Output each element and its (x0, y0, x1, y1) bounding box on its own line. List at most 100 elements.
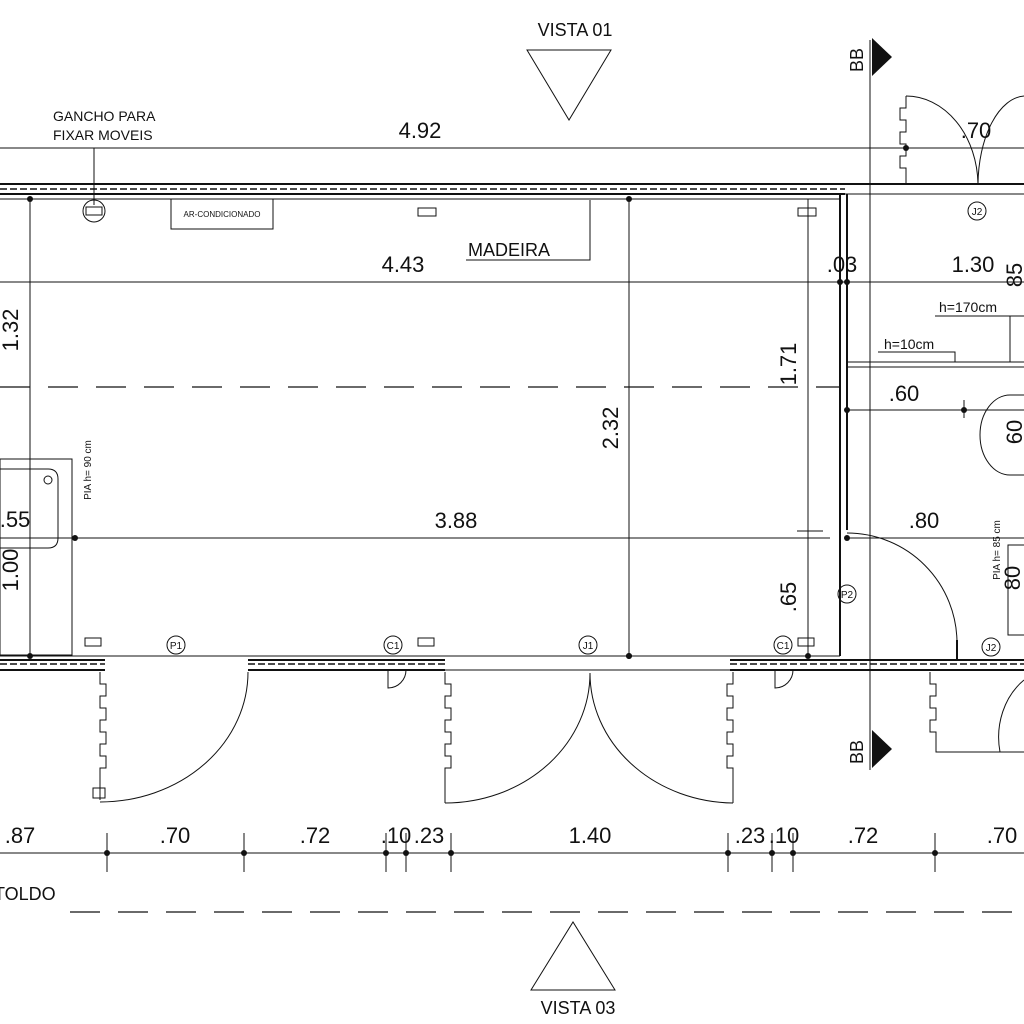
label-sink-right: PIA h= 85 cm (992, 520, 1003, 580)
air-conditioner-box (170, 198, 274, 230)
dim-0-03: .03 (827, 252, 858, 277)
door-leaf-j2-bottom (929, 672, 1024, 753)
tag-c1-right (773, 635, 793, 655)
dim-1-32: 1.32 (0, 309, 23, 352)
outlet (417, 637, 435, 647)
dim-tick (725, 850, 731, 856)
dim-2-32: 2.32 (598, 407, 623, 450)
tag-j2-bottom (981, 637, 1001, 657)
dim-tick (961, 407, 967, 413)
sink-counter-left (0, 458, 73, 656)
tag-p1 (166, 635, 186, 655)
label-h10: h=10cm (884, 336, 934, 352)
hook-bracket (85, 206, 103, 216)
dim-4-43: 4.43 (382, 252, 425, 277)
dim-80: 80 (1000, 566, 1024, 590)
dim-85: 85 (1002, 263, 1024, 287)
outlet (797, 207, 817, 217)
door-swing-j2-bottom (998, 679, 1024, 753)
section-arrow-top (872, 38, 892, 76)
door-swing-c1-right (774, 669, 794, 689)
dim-tick (626, 653, 632, 659)
label-wood: MADEIRA (468, 240, 550, 260)
dim-tick (626, 196, 632, 202)
dim-bottom-8: .72 (848, 823, 879, 848)
label-air-conditioner: AR-CONDICIONADO (184, 210, 261, 219)
door-swing-c1 (387, 669, 407, 689)
dim-3-88: 3.88 (435, 508, 478, 533)
dim-tick (104, 850, 110, 856)
wood-leader (466, 200, 591, 261)
dim-bottom-7: .10 (769, 823, 800, 848)
door-leaf-j1-left (444, 672, 452, 803)
door-swing-p2 (846, 532, 958, 644)
view-label-bottom: VISTA 03 (541, 998, 616, 1018)
label-h170: h=170cm (939, 299, 997, 315)
view-arrow-top (526, 49, 612, 121)
dim-bottom-1: .70 (160, 823, 191, 848)
dim-tick (448, 850, 454, 856)
section-label-bottom: BB (847, 740, 867, 764)
dim-bottom-4: .23 (414, 823, 445, 848)
dim-1-71: 1.71 (776, 343, 801, 386)
label-hook-2: FIXAR MOVEIS (53, 127, 153, 143)
dim-tick (769, 850, 775, 856)
door-swing-j1-left (444, 672, 591, 804)
h10-leader (878, 351, 956, 362)
dim-tick (27, 196, 33, 202)
dim-0-55: .55 (0, 507, 30, 532)
view-label-top: VISTA 01 (538, 20, 613, 40)
view-arrow-bottom (530, 921, 616, 991)
door-handle (92, 787, 106, 799)
hook-fixture (82, 199, 106, 223)
label-hook-1: GANCHO PARA (53, 108, 156, 124)
dim-tick (403, 850, 409, 856)
label-sink-left: PIA h= 90 cm (83, 440, 94, 500)
door-leaf-p1 (99, 672, 107, 800)
dim-tick (932, 850, 938, 856)
door-swing-p1 (99, 671, 249, 803)
dim-bottom-6: .23 (735, 823, 766, 848)
section-arrow-bottom (872, 730, 892, 768)
dim-tick (241, 850, 247, 856)
dim-0-65: .65 (776, 582, 801, 613)
dim-0-80: .80 (909, 508, 940, 533)
svg-text:P2: P2 (841, 590, 854, 601)
door-leaf-j2-top (899, 96, 907, 184)
bottom-dim-ticks (104, 833, 938, 872)
dim-60: 60 (1002, 420, 1024, 444)
outlet (797, 637, 815, 647)
dim-1-30: 1.30 (952, 252, 995, 277)
svg-text:C1: C1 (777, 641, 790, 652)
dim-bottom-3: .10 (381, 823, 412, 848)
dim-bottom-9: .70 (987, 823, 1018, 848)
outlet (84, 637, 102, 647)
dim-0-60: .60 (889, 381, 920, 406)
tag-c1 (383, 635, 403, 655)
dim-1-00: 1.00 (0, 549, 23, 592)
dim-tick (790, 850, 796, 856)
sink-basin-left (0, 468, 59, 549)
label-awning: TOLDO (0, 884, 56, 904)
dim-bottom-2: .72 (300, 823, 331, 848)
door-swing-j2-top-left (905, 95, 979, 185)
outlet (417, 207, 437, 217)
door-swing-j2-top-right (977, 95, 1024, 185)
dim-4-92: 4.92 (399, 118, 442, 143)
section-label-top: BB (847, 48, 867, 72)
door-leaf-j1-right (726, 672, 734, 803)
dim-bottom-5: 1.40 (569, 823, 612, 848)
tag-p2 (837, 584, 857, 604)
svg-text:C1: C1 (387, 641, 400, 652)
sink-right (1007, 544, 1024, 636)
svg-text:J2: J2 (972, 207, 983, 218)
svg-text:J2: J2 (986, 643, 997, 654)
dim-tick (383, 850, 389, 856)
dim-bottom-0: .87 (5, 823, 36, 848)
toilet-icon (979, 394, 1024, 476)
faucet-icon (43, 475, 53, 485)
svg-text:J1: J1 (583, 641, 594, 652)
tag-j1 (578, 635, 598, 655)
dim-tick (72, 535, 78, 541)
